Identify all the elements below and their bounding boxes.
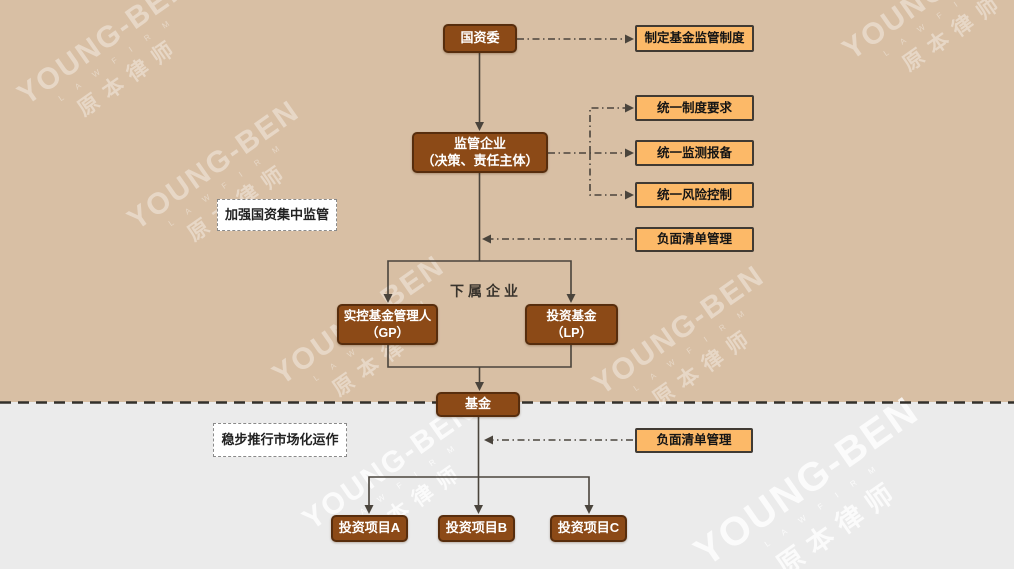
top-section-background (0, 0, 1014, 402)
node-unified-monitoring: 统一监测报备 (635, 140, 754, 166)
arrow-down-project-a (364, 505, 374, 514)
subsidiary-group-label: 下属企业 (450, 283, 522, 299)
arrow-right-rules-req (625, 103, 634, 113)
node-unified-rules: 统一制度要求 (635, 95, 754, 121)
node-make-fund-rules: 制定基金监管制度 (635, 25, 754, 52)
bracket-subsidiary-top (387, 260, 572, 295)
node-project-a: 投资项目A (331, 515, 408, 542)
node-fund: 基金 (436, 392, 520, 417)
dashline-to-risk (589, 153, 626, 196)
arrow-down-supervising (475, 122, 484, 131)
arrow-right-rules (625, 34, 634, 44)
node-negative-list-top: 负面清单管理 (635, 227, 754, 252)
node-gp: 实控基金管理人 （GP） (337, 304, 438, 345)
arrow-down-project-b (474, 505, 483, 514)
node-lp: 投资基金 （LP） (525, 304, 618, 345)
arrow-down-lp (566, 294, 576, 303)
node-project-c: 投资项目C (550, 515, 627, 542)
node-supervising-enterprise: 监管企业 （决策、责任主体） (412, 132, 548, 173)
arrow-down-fund (475, 382, 484, 391)
arrow-left-negative-bottom (484, 435, 493, 445)
section-label-top: 加强国资集中监管 (217, 199, 337, 231)
arrowheads (364, 34, 634, 514)
arrow-left-negative-top (482, 234, 491, 244)
arrow-down-project-c (584, 505, 594, 514)
bracket-subsidiary-bottom (387, 344, 572, 368)
node-unified-risk: 统一风险控制 (635, 182, 754, 208)
arrow-right-monitoring (625, 148, 634, 158)
arrow-down-gp (383, 294, 393, 303)
dashline-to-rules-req (589, 107, 626, 153)
section-label-bottom: 稳步推行市场化运作 (213, 423, 347, 457)
node-project-b: 投资项目B (438, 515, 515, 542)
node-negative-list-bottom: 负面清单管理 (635, 428, 753, 453)
arrow-right-risk (625, 190, 634, 200)
node-sasac: 国资委 (443, 24, 517, 53)
